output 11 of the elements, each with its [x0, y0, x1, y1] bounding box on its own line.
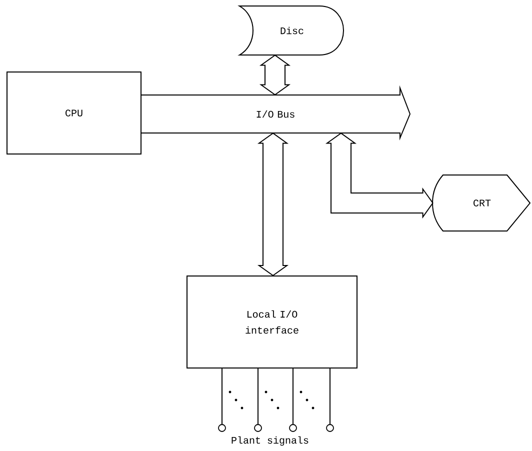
- bus-arrow: [259, 54, 291, 96]
- terminal-circle: [218, 424, 226, 432]
- terminal-circle: [326, 424, 334, 432]
- cpu-box: CPU: [6, 72, 142, 154]
- signal-label: Plant signals: [232, 436, 308, 446]
- signal-line: [292, 368, 294, 425]
- terminal-circle: [254, 424, 262, 432]
- terminal-circle: [289, 424, 297, 432]
- bus-band: I/O Bus: [140, 85, 411, 140]
- interface-box: Local I/O interface: [186, 276, 358, 368]
- bus-arrow: [257, 132, 289, 276]
